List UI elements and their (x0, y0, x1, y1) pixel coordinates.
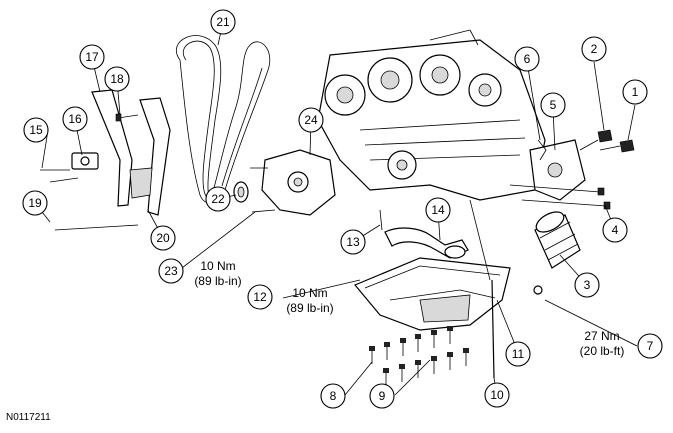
svg-text:5: 5 (550, 98, 557, 112)
svg-text:9: 9 (379, 389, 386, 403)
callout-18: 18 (104, 66, 130, 92)
svg-text:14: 14 (431, 203, 445, 217)
callout-2: 2 (581, 36, 607, 62)
callout-5: 5 (540, 92, 566, 118)
svg-text:(89 lb-in): (89 lb-in) (286, 301, 333, 315)
svg-text:13: 13 (346, 235, 360, 249)
svg-text:20: 20 (156, 231, 170, 245)
oil-pickup-tube (379, 209, 469, 259)
svg-text:10 Nm: 10 Nm (200, 259, 235, 273)
figure-id: N0117211 (6, 412, 51, 423)
oil-filter-adapter (529, 139, 586, 201)
svg-text:23: 23 (164, 264, 178, 278)
svg-text:12: 12 (253, 290, 267, 304)
callout-20: 20 (150, 225, 176, 251)
callout-22: 22 (205, 186, 231, 212)
svg-text:10: 10 (490, 388, 504, 402)
svg-text:8: 8 (330, 389, 337, 403)
bolts-right (509, 184, 611, 210)
callout-16: 16 (62, 106, 88, 132)
front-cover (233, 149, 336, 216)
callout-17: 17 (79, 44, 105, 70)
svg-text:22: 22 (211, 192, 225, 206)
svg-text:24: 24 (304, 113, 318, 127)
svg-text:19: 19 (28, 196, 42, 210)
callout-4: 4 (602, 217, 628, 243)
callout-23: 23 (158, 258, 184, 284)
small-bolts (369, 326, 469, 386)
callout-24: 24 (298, 107, 324, 133)
svg-text:(89 lb-in): (89 lb-in) (194, 274, 241, 288)
callout-11: 11 (505, 341, 531, 367)
svg-text:3: 3 (584, 278, 591, 292)
callout-1: 1 (622, 79, 648, 105)
timing-chain (176, 35, 271, 204)
callout-6: 6 (514, 46, 540, 72)
svg-text:21: 21 (216, 15, 230, 29)
callout-14: 14 (425, 197, 451, 223)
svg-text:(20 lb-ft): (20 lb-ft) (580, 344, 625, 358)
engine-block (317, 29, 546, 201)
callout-9: 9 (369, 383, 395, 409)
svg-text:27 Nm: 27 Nm (584, 329, 619, 343)
svg-text:7: 7 (647, 339, 654, 353)
callout-15: 15 (23, 117, 49, 143)
callout-19: 19 (22, 190, 48, 216)
torque-spec-12: 10 Nm (89 lb-in) (286, 286, 333, 315)
torque-spec-23: 10 Nm (89 lb-in) (194, 259, 241, 288)
sensors (537, 129, 635, 161)
oil-pan (354, 257, 543, 331)
svg-text:17: 17 (85, 50, 99, 64)
svg-text:4: 4 (612, 223, 619, 237)
callout-7: 7 (637, 333, 663, 359)
oil-filter (534, 211, 581, 269)
callout-3: 3 (574, 272, 600, 298)
callout-21: 21 (210, 9, 236, 35)
svg-text:6: 6 (524, 52, 531, 66)
callout-12: 12 (247, 284, 273, 310)
torque-spec-7: 27 Nm (20 lb-ft) (580, 329, 625, 358)
long-bolts (469, 199, 495, 379)
svg-text:10 Nm: 10 Nm (292, 286, 327, 300)
svg-text:2: 2 (591, 42, 598, 56)
callout-10: 10 (484, 382, 510, 408)
chain-guide-left (71, 89, 171, 216)
svg-text:18: 18 (110, 72, 124, 86)
svg-text:15: 15 (29, 123, 43, 137)
svg-text:11: 11 (512, 347, 525, 361)
svg-text:16: 16 (68, 112, 82, 126)
bolts-left (40, 113, 139, 231)
callout-8: 8 (320, 383, 346, 409)
callout-13: 13 (340, 229, 366, 255)
svg-text:1: 1 (632, 85, 639, 99)
callouts: 1 2 3 4 5 6 7 8 9 10 11 12 13 14 15 16 1… (22, 9, 663, 409)
